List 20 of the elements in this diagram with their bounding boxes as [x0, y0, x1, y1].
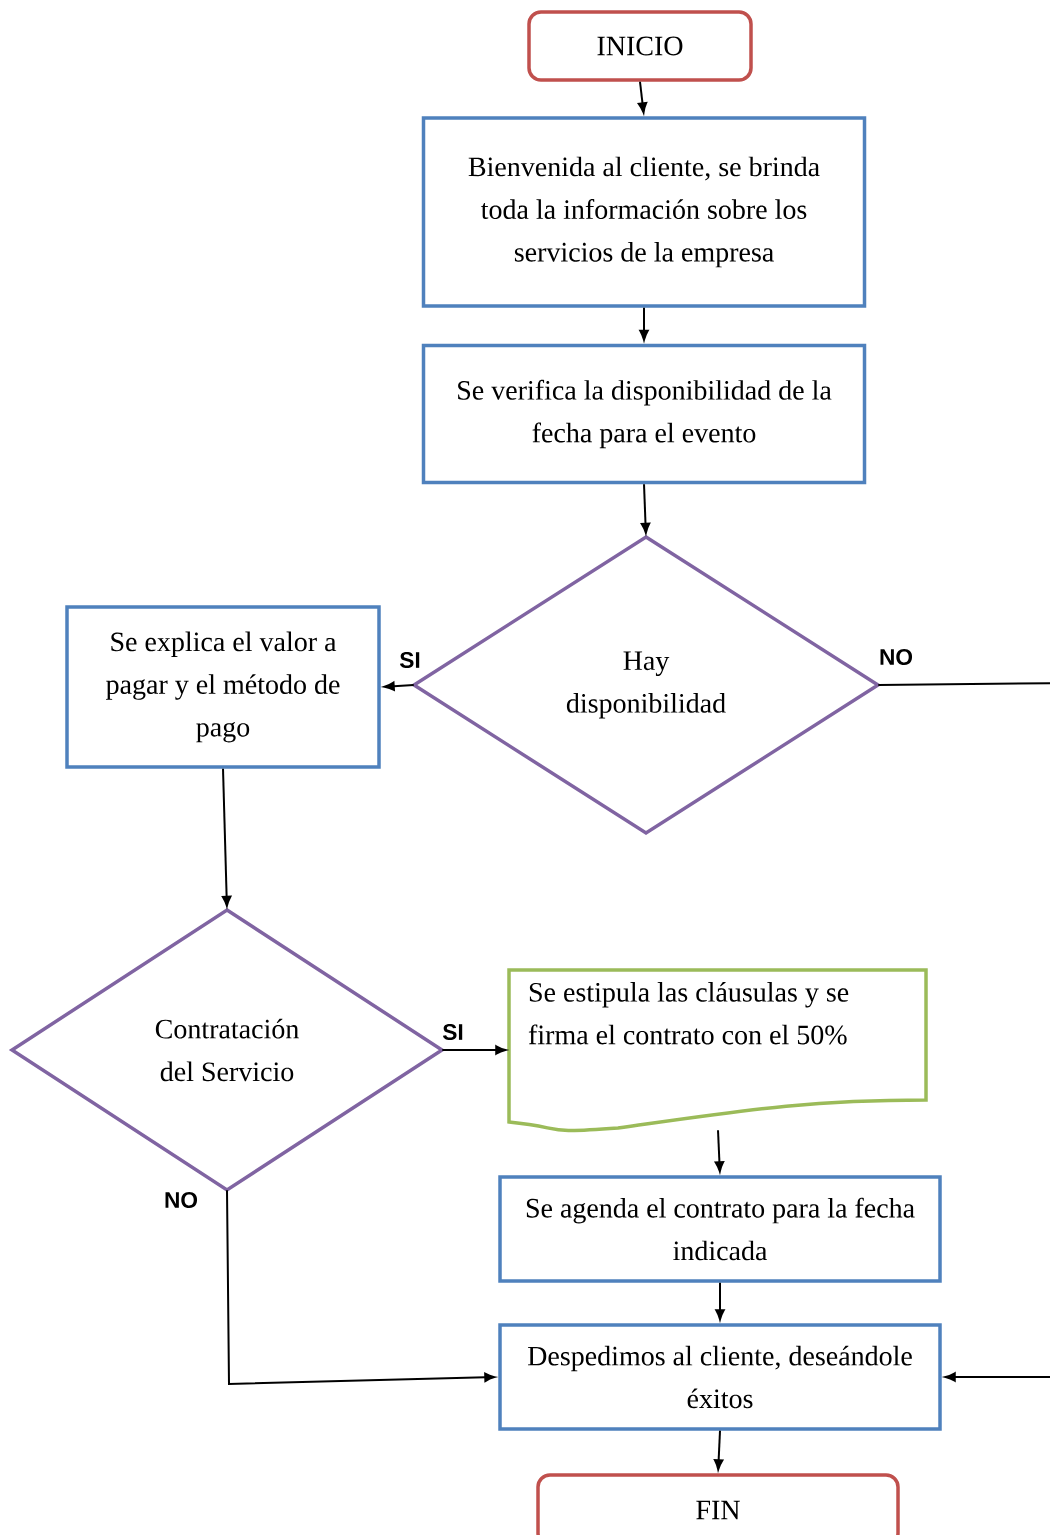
process-box: Se agenda el contrato para la fecha indicada [498, 1175, 942, 1283]
arrow [713, 1429, 724, 1471]
process-box: Se verifica la disponibilidad de la fecha para el evento [421, 343, 867, 485]
arrow [714, 1129, 725, 1173]
process-box: Se explica el valor a pagar y el método de pago [65, 605, 381, 769]
arrow [640, 483, 651, 534]
arrow [441, 1045, 507, 1055]
arrow [226, 1189, 496, 1386]
arrow [221, 767, 232, 907]
arrow [639, 306, 649, 341]
arrow [715, 1281, 725, 1321]
process-box: Despedimos al cliente, deseándole éxitos [498, 1323, 942, 1431]
process-box: Bienvenida al cliente, se brinda toda la información sobre los servicios de la empresa [421, 116, 867, 308]
arrow [637, 80, 648, 114]
terminal-box: FIN [536, 1473, 900, 1535]
arrow [383, 681, 415, 691]
document-box: Se estipula las cláusulas y se firma el contrato con el 50% [507, 968, 928, 1133]
edge-label: NO [162, 1190, 200, 1210]
terminal-box: INICIO [527, 10, 753, 82]
arrow [877, 682, 1050, 1382]
